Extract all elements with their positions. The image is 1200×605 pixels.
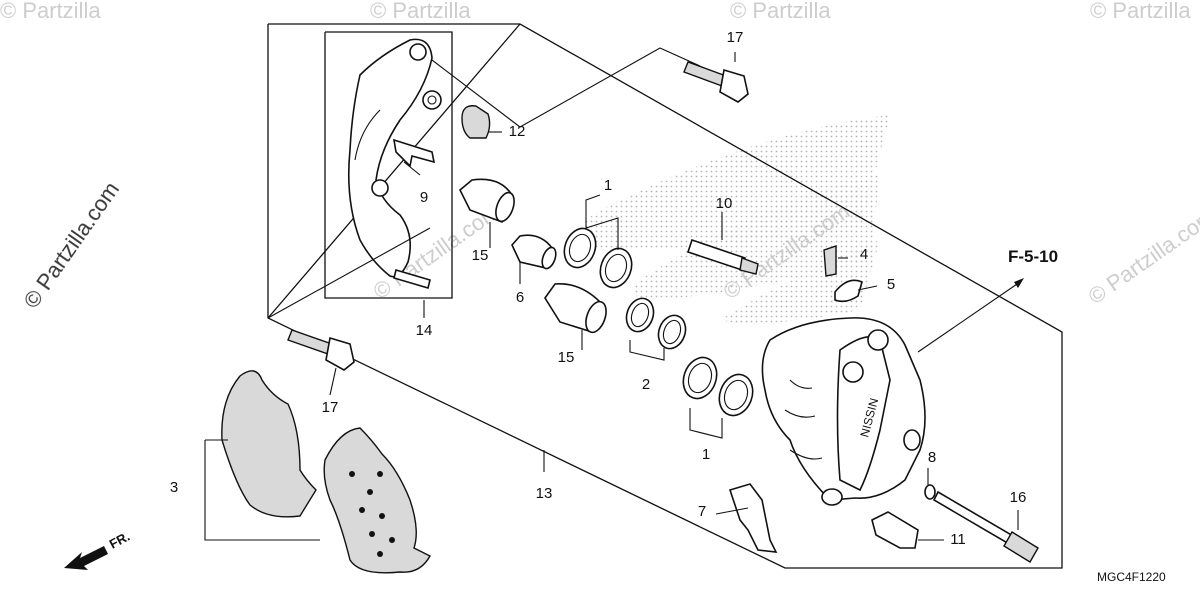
part-label: 7	[698, 503, 706, 520]
watermark-text: © Partzilla.com	[1084, 204, 1200, 310]
brake-pad-front	[323, 427, 431, 574]
slide-pin	[686, 238, 759, 275]
bleeder-cap	[834, 279, 863, 303]
part-label: 4	[860, 246, 868, 263]
front-direction-arrow: FR.	[64, 529, 132, 570]
part-label: 8	[928, 449, 936, 466]
brake-pad-rear	[221, 370, 317, 518]
clip-part	[392, 138, 436, 168]
part-label: 16	[1010, 489, 1027, 506]
part-label: 17	[727, 29, 744, 46]
small-piston	[511, 234, 557, 270]
leader-lines	[204, 47, 1024, 541]
mounting-bolt-lower	[287, 329, 355, 371]
caliper-body: NISSIN	[761, 317, 926, 506]
part-label: 15	[472, 247, 489, 264]
front-direction-label: FR.	[107, 529, 133, 552]
part-label: 1	[604, 177, 612, 194]
reference-label: F-5-10	[1008, 247, 1058, 266]
part-label: 6	[516, 289, 524, 306]
seal-rings	[563, 227, 754, 417]
part-label: 10	[716, 195, 733, 212]
watermark-text: © Partzilla	[730, 0, 831, 23]
part-label: 1	[702, 446, 710, 463]
part-label: 17	[322, 399, 339, 416]
part-label: 3	[170, 479, 178, 496]
part-label: 9	[420, 189, 428, 206]
washer	[924, 484, 936, 500]
part-label: 14	[416, 322, 433, 339]
part-label: 12	[509, 123, 526, 140]
bracket-frame	[324, 31, 453, 299]
diagram-code: MGC4F1220	[1097, 570, 1166, 584]
part-number-labels: 1 1 2 3 4 5 6 7 8 9 10 11 12 13 14 15 15…	[170, 29, 1027, 548]
part-label: 15	[558, 349, 575, 366]
caliper-bracket	[347, 38, 442, 290]
part-label: 11	[950, 531, 966, 548]
part-label: 5	[887, 276, 895, 293]
boot-part	[461, 105, 491, 139]
piston-lower	[544, 283, 607, 334]
watermark-text: © Partzilla	[0, 0, 101, 23]
part-label: 13	[536, 485, 553, 502]
part-label: 2	[642, 376, 650, 393]
watermark-text: © Partzilla	[1090, 0, 1191, 23]
watermark-text-dark: © Partzilla.com	[19, 177, 125, 313]
pad-pin	[932, 490, 1039, 563]
piston-upper	[459, 178, 515, 224]
pad-spring	[728, 483, 778, 553]
watermark-text: © Partzilla	[370, 0, 471, 23]
bleeder-bolt	[871, 511, 919, 549]
wing-logo-watermark	[580, 115, 890, 324]
bleeder-screw	[823, 245, 837, 277]
mounting-bolt-upper	[683, 61, 749, 103]
